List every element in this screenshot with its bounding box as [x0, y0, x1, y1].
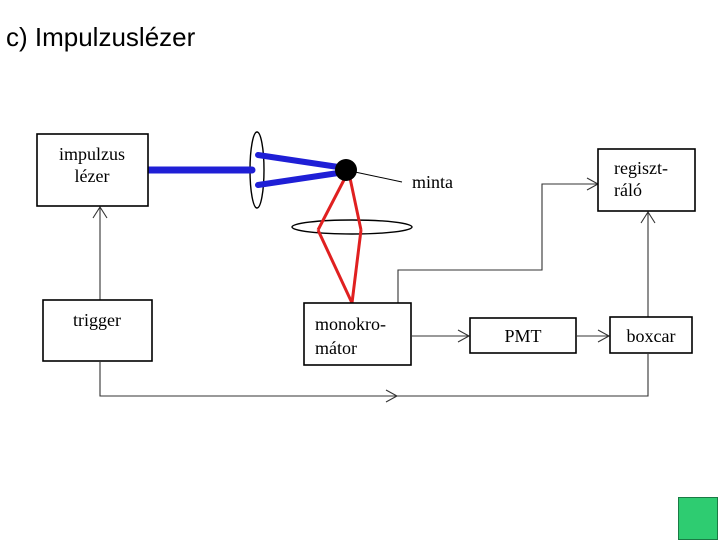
wire-trigger-boxcar: [99, 354, 649, 397]
laser-label-line1: impulzus: [59, 144, 125, 164]
sample-label: minta: [412, 172, 453, 192]
recorder-label-line2: ráló: [614, 180, 642, 200]
recorder-box: regiszt- ráló: [597, 148, 696, 212]
laser-label-line2: lézer: [75, 166, 110, 186]
sample-dot: [335, 159, 357, 181]
monochromator-box: monokro- mátor: [303, 302, 412, 366]
trigger-label: trigger: [73, 310, 121, 330]
laser-box: impulzus lézer: [36, 133, 149, 207]
collecting-lens: [291, 219, 413, 235]
slide-title: c) Impulzuslézer: [6, 22, 196, 52]
recorder-label-line1: regiszt-: [614, 158, 668, 178]
boxcar-box: boxcar: [609, 316, 693, 354]
arrow-trigger-laser: [92, 205, 108, 219]
connector-wires: [92, 177, 656, 403]
wire-mono-recorder: [397, 183, 598, 303]
laser-beam: [144, 152, 348, 188]
corner-accent-square: [678, 497, 718, 540]
sample-pointer: [354, 171, 403, 183]
arrow-boxcar-recorder: [640, 210, 656, 224]
monochromator-label-line2: mátor: [315, 338, 357, 358]
boxcar-label: boxcar: [627, 326, 676, 346]
pmt-label: PMT: [504, 326, 541, 346]
trigger-box: trigger: [42, 299, 153, 362]
arrow-mono-pmt: [457, 329, 471, 343]
arrow-trigger-boxcar: [385, 389, 399, 403]
pmt-box: PMT: [469, 317, 577, 354]
monochromator-label-line1: monokro-: [315, 314, 386, 334]
emission-beam: [316, 177, 363, 304]
arrow-pmt-boxcar: [597, 329, 611, 343]
